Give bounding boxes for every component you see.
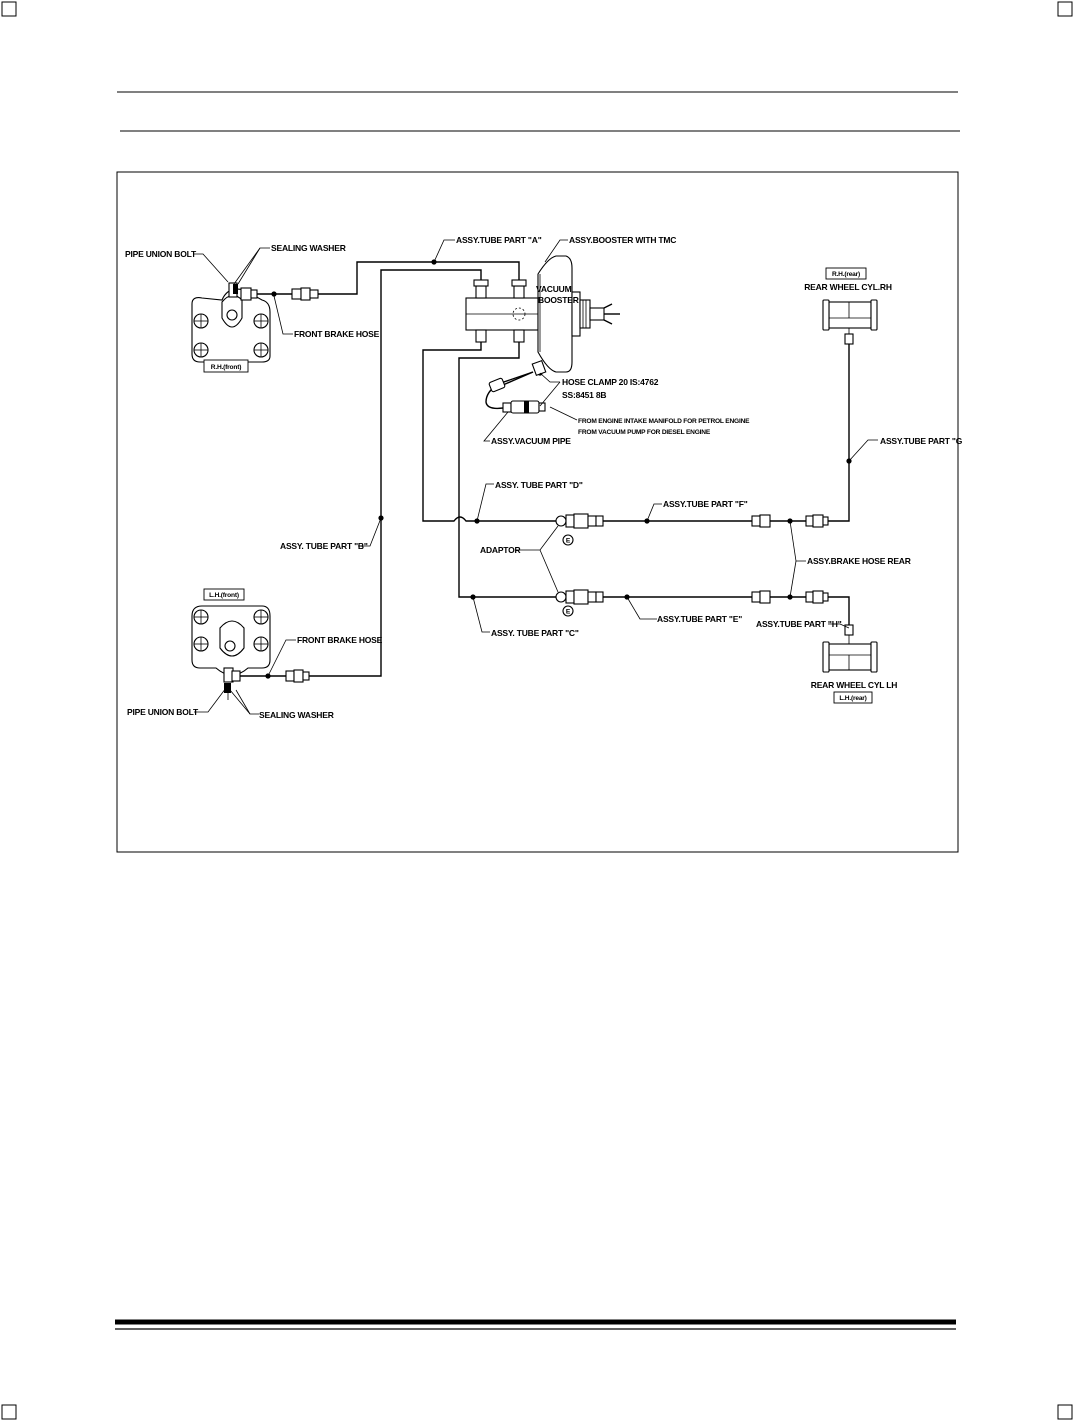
label-assy-tube-f: ASSY.TUBE PART "F" bbox=[663, 499, 748, 509]
label-assy-tube-c: ASSY. TUBE PART "C" bbox=[491, 628, 579, 638]
label-vacuum: VACUUM bbox=[536, 284, 572, 294]
label-assy-brake-hose-rear: ASSY.BRAKE HOSE REAR bbox=[807, 556, 911, 566]
label-assy-tube-e: ASSY.TUBE PART "E" bbox=[657, 614, 742, 624]
rear-wheel-cylinder-rh bbox=[822, 299, 878, 345]
figure-frame bbox=[116, 171, 959, 853]
tag-box-rh-rear bbox=[825, 267, 867, 280]
label-assy-tube-g: ASSY.TUBE PART "G bbox=[880, 436, 963, 446]
tag-box-lh-rear bbox=[833, 691, 873, 704]
label-from-engine-2: FROM VACUUM PUMP FOR DIESEL ENGINE bbox=[578, 429, 711, 436]
rh-front-caliper bbox=[191, 282, 271, 363]
label-booster: BOOSTER bbox=[538, 295, 579, 305]
label-adaptor: ADAPTOR bbox=[480, 545, 521, 555]
label-assy-tube-h: ASSY.TUBE PART "H" bbox=[756, 619, 842, 629]
tag-box-rh-front bbox=[203, 359, 249, 373]
label-assy-tube-b: ASSY. TUBE PART "B" bbox=[280, 541, 368, 551]
vacuum-pipe-fitting bbox=[488, 371, 546, 414]
rh-front-brake-hose bbox=[240, 287, 319, 301]
lh-front-brake-hose bbox=[231, 669, 310, 683]
adaptor-upper: E bbox=[555, 513, 604, 546]
label-sealing-washer-top: SEALING WASHER bbox=[271, 243, 346, 253]
label-assy-tube-d: ASSY. TUBE PART "D" bbox=[495, 480, 583, 490]
diagram-labels: PIPE UNION BOLT SEALING WASHER FRONT BRA… bbox=[125, 235, 963, 720]
label-front-brake-hose-bottom: FRONT BRAKE HOSE bbox=[297, 635, 383, 645]
label-pipe-union-bolt-bottom: PIPE UNION BOLT bbox=[127, 707, 199, 717]
tag-box-lh-front bbox=[203, 588, 245, 601]
label-rear-wheel-cyl-lh: REAR WHEEL CYL LH bbox=[811, 680, 898, 690]
label-rh-rear: R.H.(rear) bbox=[832, 271, 860, 278]
adaptor-lower: E bbox=[555, 589, 604, 617]
adaptor-mark-upper: E bbox=[566, 538, 571, 545]
label-rear-wheel-cyl-rh: REAR WHEEL CYL.RH bbox=[804, 282, 892, 292]
lh-front-caliper bbox=[191, 605, 271, 700]
label-assy-tube-a: ASSY.TUBE PART "A" bbox=[456, 235, 542, 245]
label-hose-clamp-1: HOSE CLAMP 20 IS:4762 bbox=[562, 377, 659, 387]
label-hose-clamp-2: SS:8451 8B bbox=[562, 390, 606, 400]
label-lh-rear: L.H.(rear) bbox=[839, 695, 866, 702]
leader-lines bbox=[193, 239, 878, 715]
label-sealing-washer-bottom: SEALING WASHER bbox=[259, 710, 334, 720]
label-pipe-union-bolt-top: PIPE UNION BOLT bbox=[125, 249, 197, 259]
vacuum-booster-tmc bbox=[465, 255, 620, 377]
brake-pipes bbox=[308, 261, 850, 677]
label-assy-vacuum-pipe: ASSY.VACUUM PIPE bbox=[491, 436, 571, 446]
label-front-brake-hose-top: FRONT BRAKE HOSE bbox=[294, 329, 380, 339]
label-assy-booster: ASSY.BOOSTER WITH TMC bbox=[569, 235, 676, 245]
rear-brake-hose-lower bbox=[751, 590, 829, 604]
label-rh-front: R.H.(front) bbox=[211, 364, 241, 371]
label-lh-front: L.H.(front) bbox=[209, 592, 239, 599]
adaptor-mark-lower: E bbox=[566, 609, 571, 616]
label-from-engine-1: FROM ENGINE INTAKE MANIFOLD FOR PETROL E… bbox=[578, 418, 750, 425]
rear-brake-hose-upper bbox=[751, 514, 829, 528]
rear-wheel-cylinder-lh bbox=[822, 624, 878, 673]
